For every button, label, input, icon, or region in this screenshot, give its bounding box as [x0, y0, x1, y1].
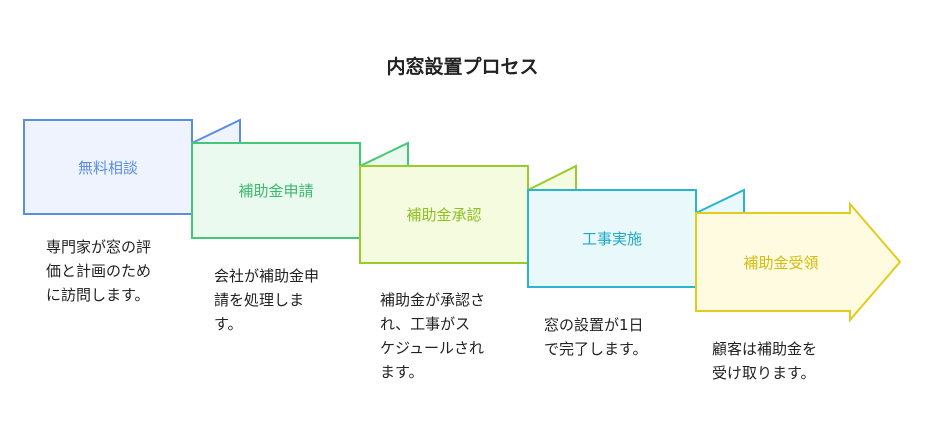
diagram-title: 内窓設置プロセス	[386, 56, 539, 78]
step-2-description: 会社が補助金申 請を処理しま す。	[214, 267, 320, 333]
step-3-label: 補助金承認	[406, 206, 481, 224]
step-3-description: 補助金が承認さ れ、工事がス ケジュールされ ます。	[380, 291, 486, 381]
step-1-label: 無料相談	[78, 159, 138, 177]
step-5-label: 補助金受領	[743, 254, 818, 272]
step-1-description: 専門家が窓の評 価と計画のため に訪問します。	[46, 238, 152, 304]
step-2-label: 補助金申請	[238, 182, 313, 200]
step-5: 補助金受領	[695, 201, 902, 323]
step-4-description: 窓の設置が1日 で完了します。	[544, 316, 648, 358]
step-5-description: 顧客は補助金を 受け取ります。	[712, 340, 818, 382]
step-4-label: 工事実施	[582, 230, 642, 248]
step-5-arrow	[695, 201, 902, 323]
